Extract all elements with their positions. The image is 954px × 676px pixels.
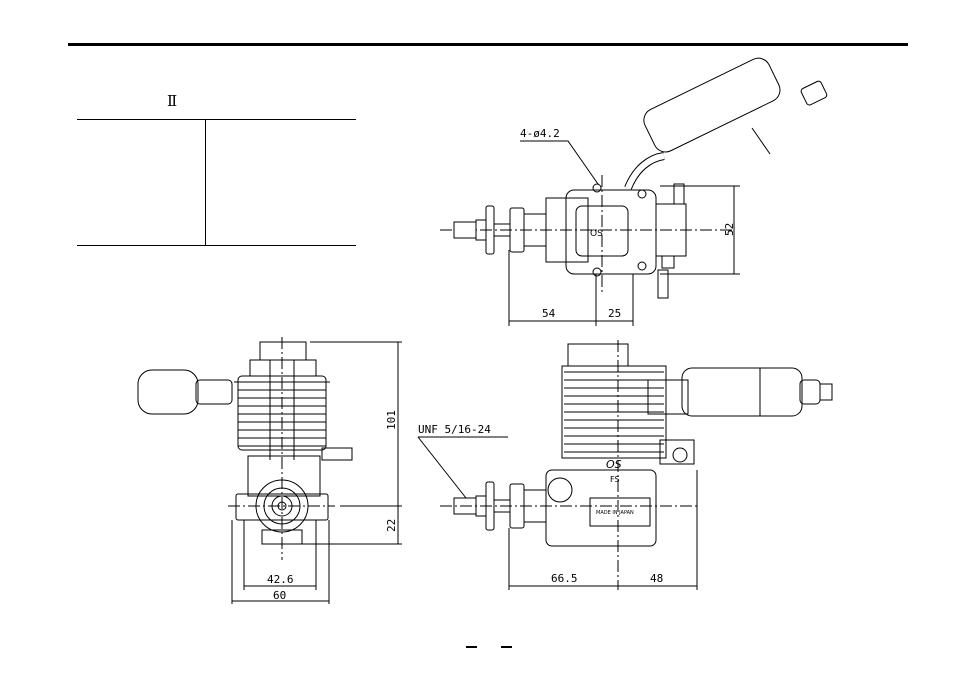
dim-width-60: 60 [273,589,286,602]
made-in-label: MADE IN JAPAN [596,510,634,516]
spec-table [77,119,356,246]
dim-height-52: 52 [723,223,736,236]
dim-width-42-6: 42.6 [267,573,294,586]
dim-height-101: 101 [385,410,398,430]
svg-text:OS: OS [590,229,603,239]
hole-label: 4-ø4.2 [520,127,560,140]
side-fins [564,371,664,453]
dim-lower-22: 22 [385,519,398,532]
dim-top-25: 25 [608,307,621,320]
table-divider [205,120,206,245]
thread-label: UNF 5/16-24 [418,423,491,436]
top-view: OS 4-ø4.2 52 54 25 [440,57,828,326]
brand-logo: OS [606,458,622,471]
cooling-fins [234,381,330,447]
side-view: MADE IN JAPAN OS FS UNF 5/ [417,340,833,590]
section-marker: Ⅱ [167,92,178,110]
page-dash-right [501,646,512,648]
dim-top-54: 54 [542,307,556,320]
dim-side-48: 48 [650,572,663,585]
model-label: FS [610,475,620,484]
front-view: 101 22 42.6 60 [137,337,402,604]
header-rule [68,43,908,46]
page-dash-left [466,646,477,648]
dim-side-66-5: 66.5 [551,572,578,585]
